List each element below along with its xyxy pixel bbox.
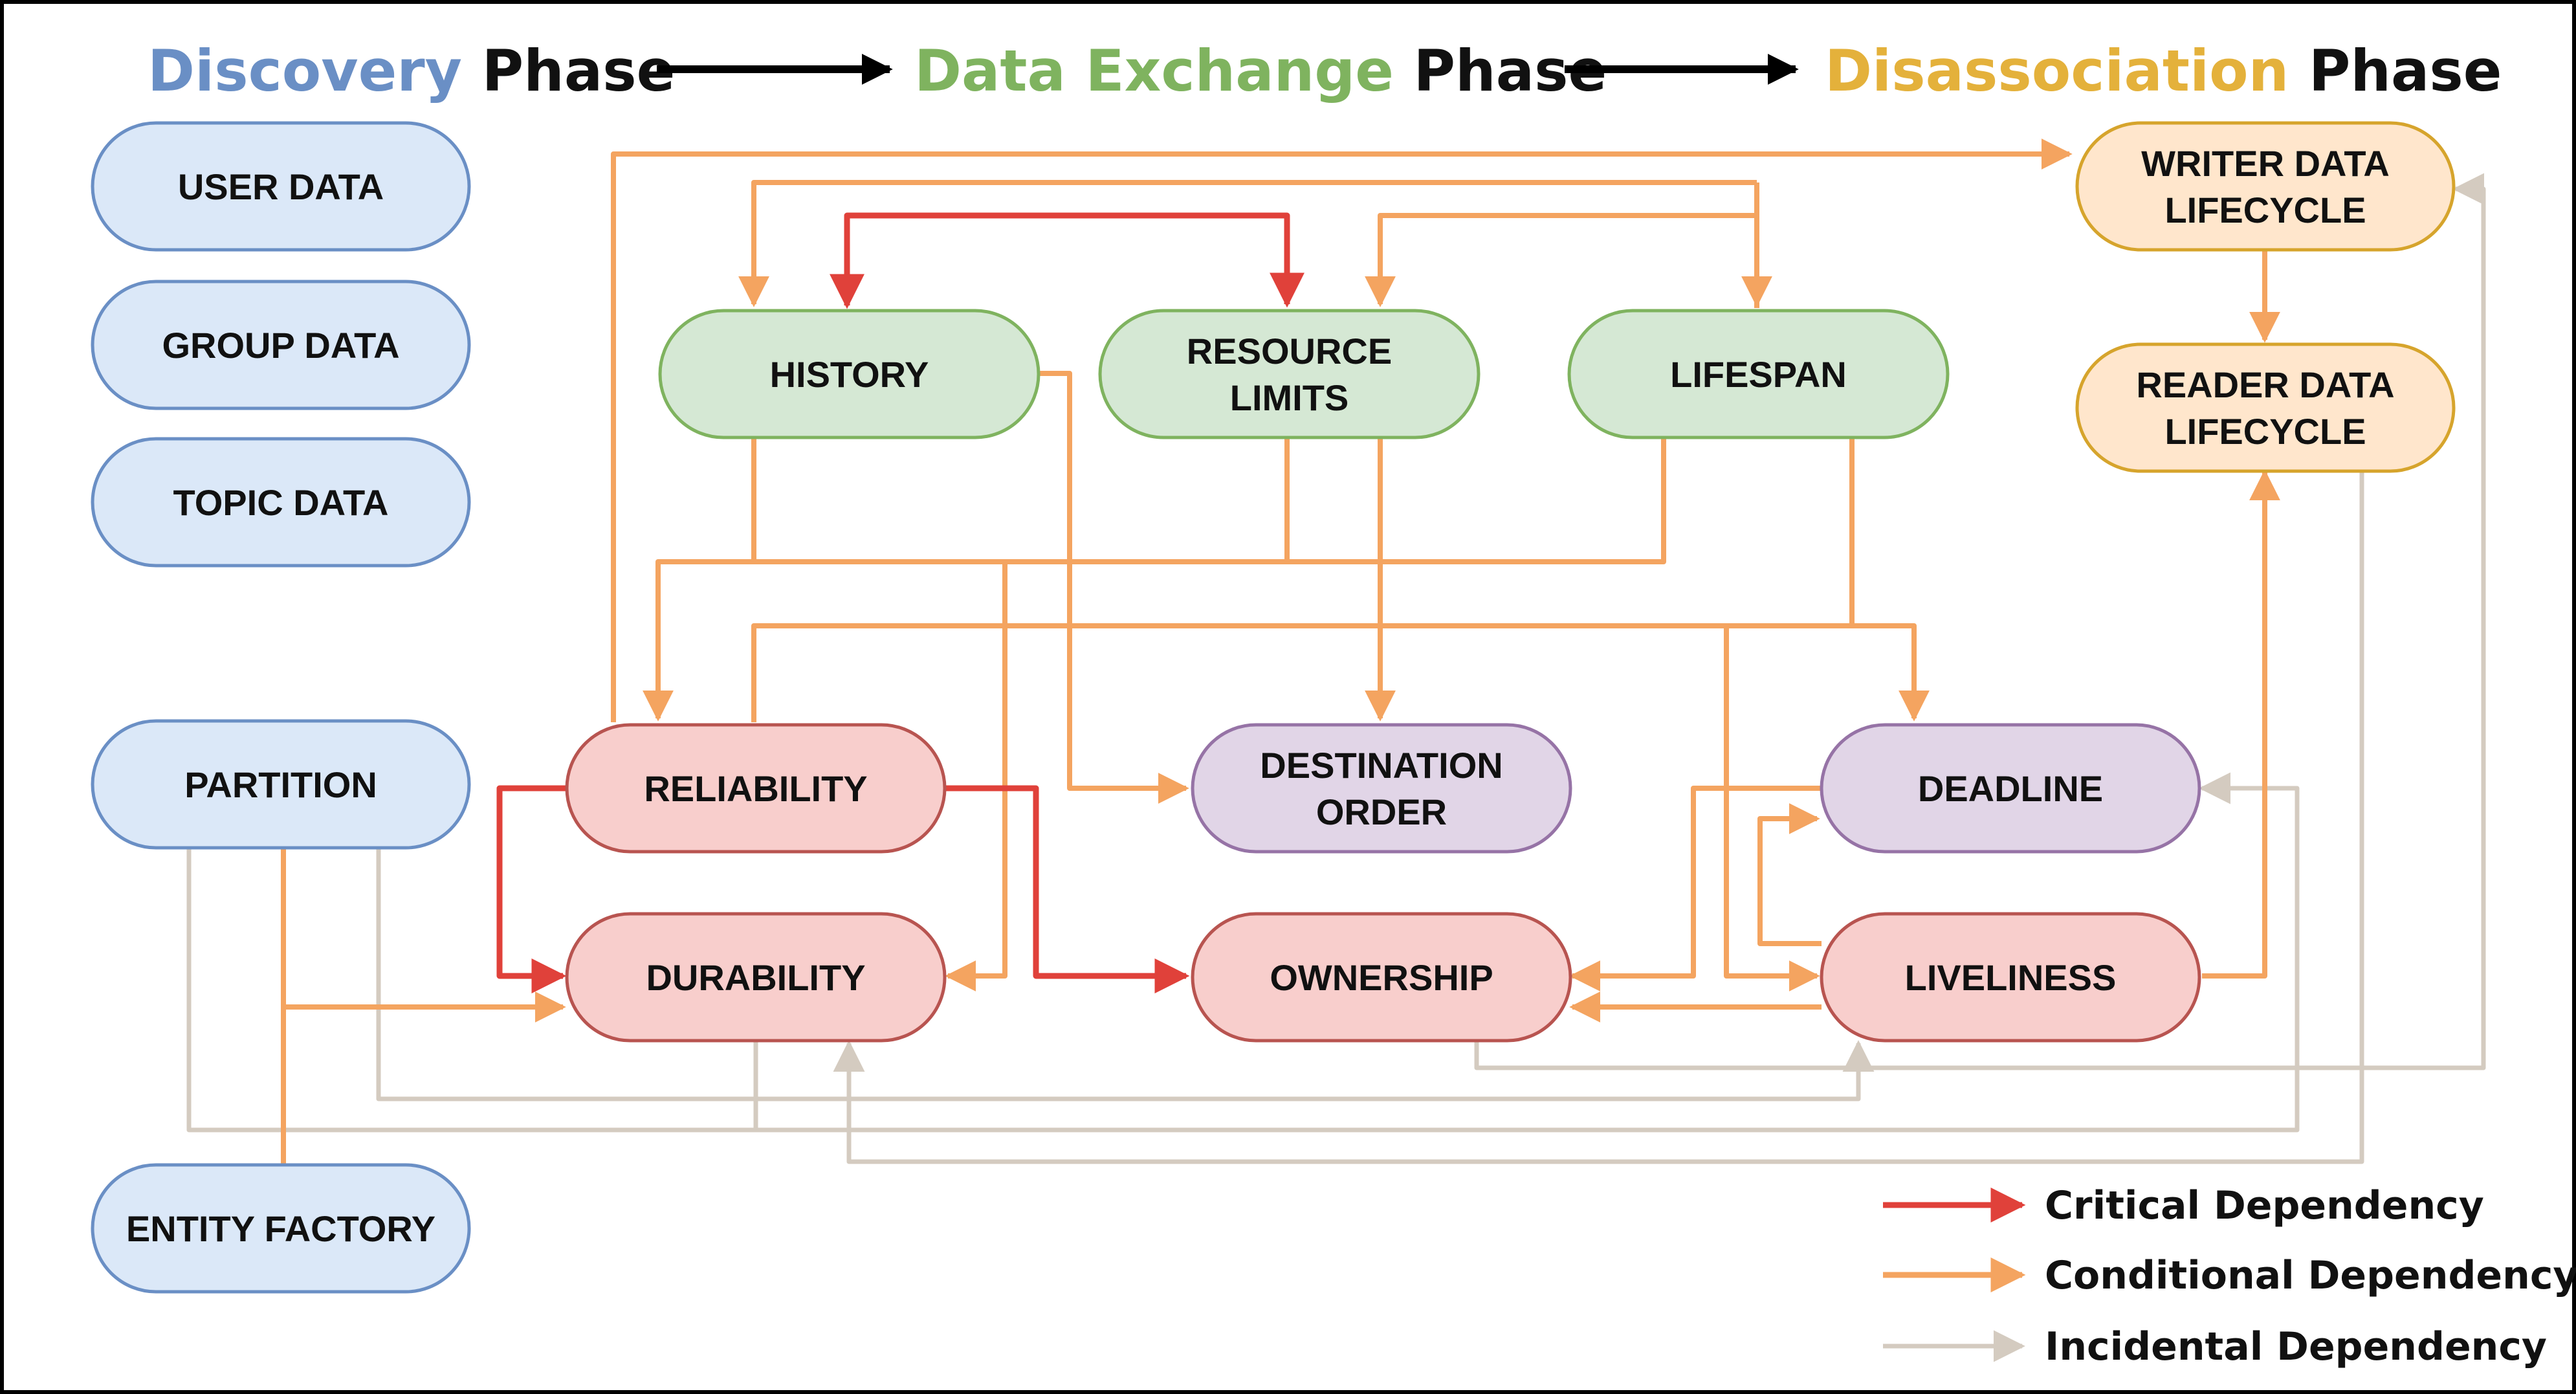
node-shape-group-data	[91, 280, 471, 410]
node-label-history: HISTORY	[770, 354, 929, 395]
legend-label-conditional: Conditional Dependency	[2045, 1253, 2576, 1298]
node-label-resource-limits: LIMITS	[1230, 377, 1349, 418]
node-shape-entity-factory	[91, 1163, 471, 1294]
node-label-destination-order: DESTINATION	[1260, 745, 1503, 786]
node-shape-destination-order	[1191, 723, 1572, 854]
node-shape-durability	[565, 912, 947, 1043]
node-label-partition: PARTITION	[184, 764, 377, 805]
edge-crit-reliability-ownership	[945, 785, 1190, 993]
node-label-durability: DURABILITY	[646, 957, 865, 998]
node-label-group-data: GROUP DATA	[162, 325, 399, 366]
node-label-destination-order: ORDER	[1316, 791, 1447, 832]
edge-cond-to-liveliness	[1724, 626, 1820, 991]
node-reliability: RELIABILITY	[565, 723, 947, 854]
node-shape-ownership	[1191, 912, 1572, 1043]
legend-label-incidental: Incidental Dependency	[2045, 1324, 2547, 1369]
node-shape-partition	[91, 719, 471, 850]
node-liveliness: LIVELINESS	[1820, 912, 2201, 1043]
node-ownership: OWNERSHIP	[1191, 912, 1572, 1043]
edge-cond-deadline-ownership	[1569, 786, 1822, 991]
phase-discovery-suffix: Phase	[462, 38, 675, 104]
node-shape-lifespan	[1567, 309, 1950, 439]
node-shape-user-data	[91, 121, 471, 252]
edge-cond-liveliness-deadline	[1757, 803, 1822, 946]
edge-cond-to-durability	[945, 562, 1007, 991]
edge-cond-reliability-writer	[611, 138, 2073, 722]
legend: Critical Dependency Conditional Dependen…	[1883, 1183, 2576, 1369]
phase-title-disassociation: Disassociation Phase	[1825, 38, 2502, 104]
node-label-writer-lifecycle: LIFECYCLE	[2164, 190, 2366, 230]
node-deadline: DEADLINE	[1820, 723, 2201, 854]
node-lifespan: LIFESPAN	[1567, 309, 1950, 439]
edge-cond-lifespan-history-top	[738, 180, 1757, 307]
edge-crit-reliability-durability	[496, 785, 568, 993]
node-label-reader-lifecycle: LIFECYCLE	[2164, 411, 2366, 452]
node-resource-limits: RESOURCE LIMITS	[1098, 309, 1481, 439]
edges-conditional	[281, 138, 2280, 1165]
phase-exchange-word: Data Exchange	[914, 38, 1394, 104]
edge-cond-lifespan-down	[643, 437, 1666, 722]
node-label-reliability: RELIABILITY	[644, 768, 867, 809]
edge-cond-liveliness-reader	[2202, 469, 2280, 979]
node-history: HISTORY	[658, 309, 1040, 439]
node-destination-order: DESTINATION ORDER	[1191, 723, 1572, 854]
node-label-liveliness: LIVELINESS	[1905, 957, 2117, 998]
node-shape-liveliness	[1820, 912, 2201, 1043]
legend-label-critical: Critical Dependency	[2045, 1183, 2484, 1228]
edge-inc-partition-liveliness	[376, 848, 1875, 1101]
node-shape-deadline	[1820, 723, 2201, 854]
phase-discovery-word: Discovery	[148, 38, 462, 104]
phase-disassoc-suffix: Phase	[2289, 38, 2502, 104]
node-entity-factory: ENTITY FACTORY	[91, 1163, 471, 1294]
node-shape-reliability	[565, 723, 947, 854]
node-label-deadline: DEADLINE	[1918, 768, 2103, 809]
phase-title-exchange: Data Exchange Phase	[914, 38, 1607, 104]
node-label-resource-limits: RESOURCE	[1187, 331, 1392, 371]
nodes-layer: USER DATA GROUP DATA TOPIC DATA PARTITION EN…	[91, 121, 2456, 1294]
edge-cond-history-destination	[1039, 371, 1189, 804]
node-label-topic-data: TOPIC DATA	[173, 482, 389, 523]
node-label-lifespan: LIFESPAN	[1670, 354, 1847, 395]
node-shape-reader-lifecycle	[2075, 342, 2456, 473]
node-shape-history	[658, 309, 1040, 439]
node-group-data: GROUP DATA	[91, 280, 471, 410]
node-durability: DURABILITY	[565, 912, 947, 1043]
node-shape-writer-lifecycle	[2075, 121, 2456, 252]
node-label-ownership: OWNERSHIP	[1270, 957, 1493, 998]
node-label-user-data: USER DATA	[178, 166, 384, 207]
node-reader-lifecycle: READER DATA LIFECYCLE	[2075, 342, 2456, 473]
phase-disassoc-word: Disassociation	[1825, 38, 2289, 104]
node-topic-data: TOPIC DATA	[91, 437, 471, 568]
node-writer-lifecycle: WRITER DATA LIFECYCLE	[2075, 121, 2456, 252]
node-label-writer-lifecycle: WRITER DATA	[2141, 143, 2390, 184]
node-shape-resource-limits	[1098, 309, 1481, 439]
node-user-data: USER DATA	[91, 121, 471, 252]
node-label-entity-factory: ENTITY FACTORY	[126, 1208, 435, 1249]
edge-cond-lifespan-resource	[1365, 213, 1757, 307]
edge-cond-reliability-up	[751, 623, 1930, 722]
phase-title-discovery: Discovery Phase	[148, 38, 675, 104]
edge-inc-ownership-writer	[1474, 173, 2486, 1070]
edge-inc-reader-durability	[833, 471, 2364, 1164]
node-shape-topic-data	[91, 437, 471, 568]
node-partition: PARTITION	[91, 719, 471, 850]
edges-critical	[496, 212, 1305, 993]
phase-header: Discovery Phase Data Exchange Phase Disa…	[148, 38, 2502, 104]
node-label-reader-lifecycle: READER DATA	[2136, 364, 2394, 405]
edge-crit-history-resource	[844, 212, 1305, 308]
